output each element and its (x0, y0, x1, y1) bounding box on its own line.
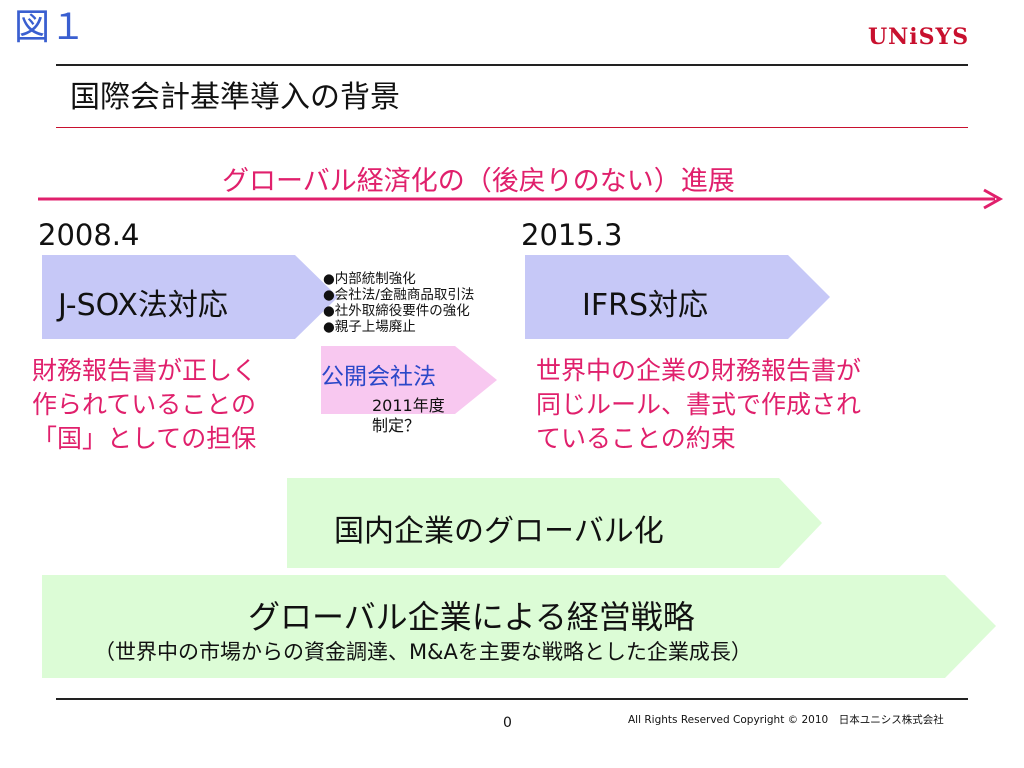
left-note: 財務報告書が正しく 作られていることの 「国」としての担保 (32, 354, 257, 456)
figure-label: 図１ (14, 7, 87, 48)
page-number: 0 (503, 715, 512, 731)
bullet-item: ●内部統制強化 (323, 271, 416, 287)
header-rule (56, 64, 968, 66)
global-strategy-arrow (42, 575, 996, 678)
left-note-line: 財務報告書が正しく (32, 356, 258, 385)
right-note-line: ていることの約束 (536, 424, 736, 453)
global-strategy-sublabel: （世界中の市場からの資金調達、M&Aを主要な戦略とした企業成長） (94, 640, 752, 664)
bullet-item: ●親子上場廃止 (323, 319, 416, 335)
bullet-item: ●会社法/金融商品取引法 (323, 287, 475, 303)
footer-rule (56, 698, 968, 700)
right-note: 世界中の企業の財務報告書が 同じルール、書式で作成され ていることの約束 (536, 354, 861, 456)
slide-title: 国際会計基準導入の背景 (70, 80, 400, 115)
globalization-banner-text: グローバル経済化の（後戻りのない）進展 (222, 166, 735, 197)
right-note-line: 世界中の企業の財務報告書が (536, 356, 862, 385)
left-note-line: 作られていることの (32, 390, 257, 419)
company-act-label: 公開会社法 (321, 364, 436, 390)
unisys-logo: UNiSYS (868, 24, 970, 50)
company-act-date: 2011年度 制定？ (372, 396, 445, 436)
left-note-line: 「国」としての担保 (32, 424, 257, 453)
global-strategy-label: グローバル企業による経営戦略 (248, 598, 695, 636)
date-2015: 2015.3 (521, 218, 623, 252)
copyright-text: All Rights Reserved Copyright © 2010 日本ユ… (628, 714, 944, 726)
domestic-globalization-label: 国内企業のグローバル化 (334, 514, 664, 549)
company-act-date-line1: 2011年度 (372, 396, 445, 415)
banner-arrow-head (983, 188, 1004, 210)
date-2008: 2008.4 (38, 218, 140, 252)
right-note-line: 同じルール、書式で作成され (536, 390, 862, 419)
jsox-label: J-SOX法対応 (58, 288, 228, 323)
jsox-arrow (42, 255, 338, 339)
bullet-item: ●社外取締役要件の強化 (323, 303, 470, 319)
title-rule (56, 127, 968, 128)
company-act-bullets: ●内部統制強化 ●会社法/金融商品取引法 ●社外取締役要件の強化 ●親子上場廃止 (323, 271, 474, 335)
company-act-date-line2: 制定？ (372, 416, 421, 435)
domestic-globalization-arrow (287, 478, 822, 568)
company-act-arrow (321, 346, 497, 414)
ifrs-label: IFRS対応 (582, 288, 708, 323)
ifrs-arrow (525, 255, 830, 339)
